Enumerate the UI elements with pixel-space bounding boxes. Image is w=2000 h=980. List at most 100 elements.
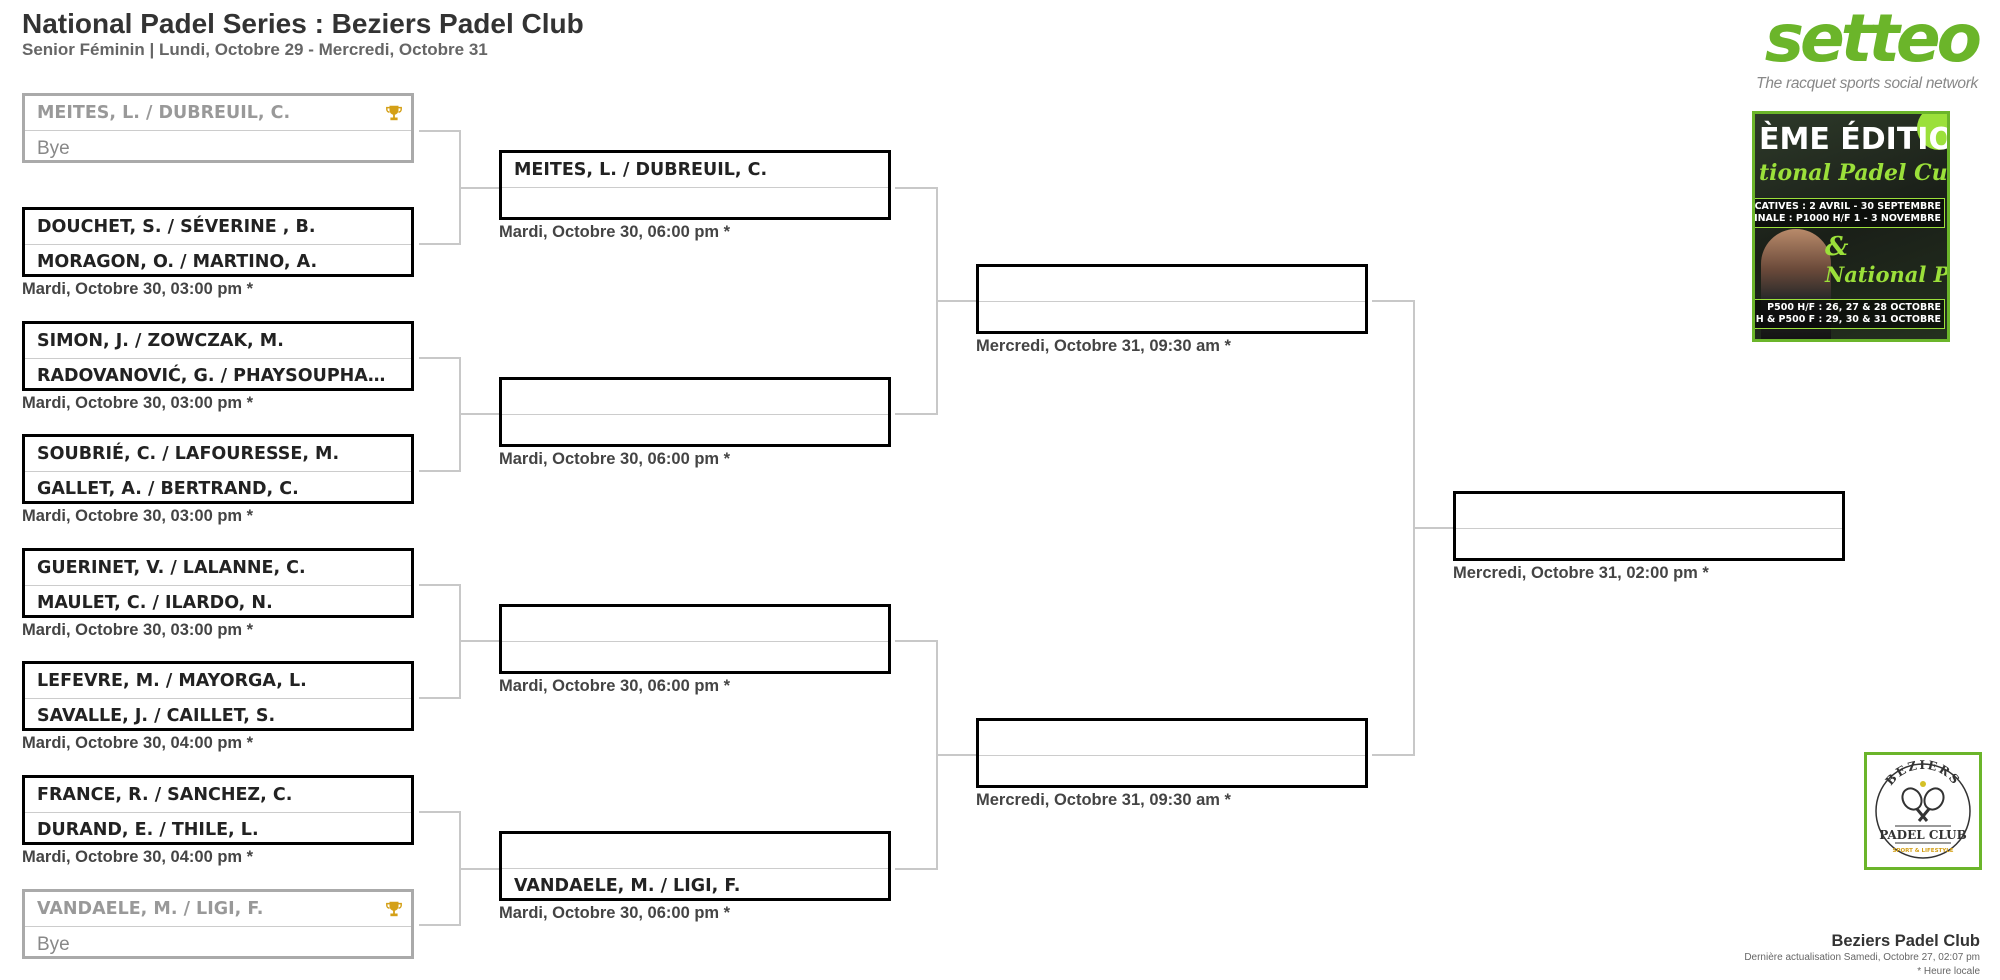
- team-slot: DOUCHET, S. / SÉVERINE , B.: [37, 217, 316, 237]
- match-date: Mardi, Octobre 30, 04:00 pm *: [22, 848, 254, 866]
- team-slot: MORAGON, O. / MARTINO, A.: [37, 252, 318, 272]
- team-slot: [979, 267, 1365, 302]
- team-slot: VANDAELE, M. / LIGI, F.: [37, 899, 264, 919]
- bracket-connector: [419, 470, 460, 472]
- logo-wordmark: setteo: [1764, 0, 1982, 77]
- match-date: Mercredi, Octobre 31, 09:30 am *: [976, 791, 1231, 809]
- match-r3-1[interactable]: [976, 264, 1368, 334]
- club-logo[interactable]: BEZIERS PADEL CLUB SPORT & LIFESTYLE: [1864, 752, 1982, 870]
- team-slot: [502, 188, 888, 223]
- padel-club-logo-icon: BEZIERS PADEL CLUB SPORT & LIFESTYLE: [1875, 758, 1971, 859]
- footer-club: Beziers Padel Club: [1831, 932, 1980, 950]
- team-slot: [979, 721, 1365, 756]
- match-divider: [502, 414, 888, 415]
- bracket-connector: [419, 130, 460, 132]
- setteo-logo[interactable]: setteo The racquet sports social network: [1752, 0, 1982, 96]
- team-slot: MEITES, L. / DUBREUIL, C.: [514, 160, 768, 180]
- match-divider: [502, 187, 888, 188]
- team-slot: [502, 607, 888, 642]
- match-r1-1[interactable]: MEITES, L. / DUBREUIL, C. Bye: [22, 93, 414, 163]
- match-r2-4[interactable]: VANDAELE, M. / LIGI, F.: [499, 831, 891, 901]
- match-divider: [25, 244, 411, 245]
- bracket-connector: [1372, 300, 1414, 302]
- match-date: Mardi, Octobre 30, 06:00 pm *: [499, 677, 731, 695]
- bracket-connector: [895, 640, 937, 642]
- bracket-connector: [419, 584, 460, 586]
- bracket-connector: [1372, 754, 1414, 756]
- team-slot: GALLET, A. / BERTRAND, C.: [37, 479, 299, 499]
- logo-tagline: The racquet sports social network: [1756, 75, 1978, 92]
- team-slot: MAULET, C. / ILARDO, N.: [37, 593, 273, 613]
- match-final[interactable]: [1453, 491, 1845, 561]
- bracket-connector: [936, 300, 977, 302]
- match-date: Mardi, Octobre 30, 04:00 pm *: [22, 734, 254, 752]
- match-date: Mardi, Octobre 30, 03:00 pm *: [22, 280, 254, 298]
- match-divider: [25, 926, 411, 927]
- match-divider: [25, 698, 411, 699]
- match-date: Mardi, Octobre 30, 03:00 pm *: [22, 507, 254, 525]
- trophy-icon: [386, 901, 402, 917]
- match-divider: [979, 301, 1365, 302]
- promo-dates: P500 H/F : 26, 27 & 28 OCTOBRE P1000 H &…: [1755, 299, 1945, 329]
- bracket-connector: [459, 868, 500, 870]
- bracket-connector: [459, 413, 500, 415]
- match-divider: [25, 358, 411, 359]
- match-r1-2[interactable]: DOUCHET, S. / SÉVERINE , B. MORAGON, O. …: [22, 207, 414, 277]
- team-slot: [1456, 529, 1842, 564]
- team-slot: [502, 834, 888, 869]
- team-slot: [979, 756, 1365, 791]
- promo-banner[interactable]: ÈME ÉDITION tional Padel Cup PHASES QUAL…: [1752, 111, 1950, 342]
- team-slot: SOUBRIÉ, C. / LAFOURESSE, M.: [37, 444, 340, 464]
- promo-phases: PHASES QUALIFICATIVES : 2 AVRIL - 30 SEP…: [1755, 198, 1945, 228]
- promo-ampersand: &: [1825, 232, 1849, 262]
- bracket-connector: [895, 868, 937, 870]
- match-divider: [979, 755, 1365, 756]
- match-r1-8[interactable]: VANDAELE, M. / LIGI, F. Bye: [22, 889, 414, 959]
- match-divider: [25, 585, 411, 586]
- bracket-connector: [419, 697, 460, 699]
- match-r1-3[interactable]: SIMON, J. / ZOWCZAK, M. RADOVANOVIĆ, G. …: [22, 321, 414, 391]
- team-slot: FRANCE, R. / SANCHEZ, C.: [37, 785, 293, 805]
- team-slot: LEFEVRE, M. / MAYORGA, L.: [37, 671, 307, 691]
- team-slot: GUERINET, V. / LALANNE, C.: [37, 558, 306, 578]
- team-slot: [979, 302, 1365, 337]
- club-logo-main: PADEL CLUB: [1879, 828, 1967, 842]
- match-r1-7[interactable]: FRANCE, R. / SANCHEZ, C. DURAND, E. / TH…: [22, 775, 414, 845]
- match-r2-3[interactable]: [499, 604, 891, 674]
- bracket-connector: [459, 640, 500, 642]
- team-slot: [502, 642, 888, 677]
- match-date: Mardi, Octobre 30, 06:00 pm *: [499, 450, 731, 468]
- match-r2-1[interactable]: MEITES, L. / DUBREUIL, C.: [499, 150, 891, 220]
- bracket-connector: [419, 924, 460, 926]
- bracket-connector: [459, 187, 500, 189]
- footer-updated: Dernière actualisation Samedi, Octobre 2…: [1744, 952, 1980, 963]
- match-date: Mercredi, Octobre 31, 02:00 pm *: [1453, 564, 1709, 582]
- match-divider: [25, 812, 411, 813]
- bracket-connector: [419, 243, 460, 245]
- match-date: Mardi, Octobre 30, 03:00 pm *: [22, 394, 254, 412]
- match-divider: [1456, 528, 1842, 529]
- team-slot: [502, 380, 888, 415]
- match-date: Mardi, Octobre 30, 06:00 pm *: [499, 223, 731, 241]
- team-slot: [502, 415, 888, 450]
- match-divider: [25, 130, 411, 131]
- page-title: National Padel Series : Beziers Padel Cl…: [22, 8, 584, 39]
- bracket-connector: [895, 413, 937, 415]
- team-slot: DURAND, E. / THILE, L.: [37, 820, 259, 840]
- match-r3-2[interactable]: [976, 718, 1368, 788]
- match-r2-2[interactable]: [499, 377, 891, 447]
- match-r1-4[interactable]: SOUBRIÉ, C. / LAFOURESSE, M. GALLET, A. …: [22, 434, 414, 504]
- team-slot: Bye: [37, 138, 70, 159]
- trophy-icon: [386, 105, 402, 121]
- team-slot: SAVALLE, J. / CAILLET, S.: [37, 706, 276, 726]
- bracket-connector: [419, 357, 460, 359]
- team-slot: SIMON, J. / ZOWCZAK, M.: [37, 331, 284, 351]
- match-r1-6[interactable]: LEFEVRE, M. / MAYORGA, L. SAVALLE, J. / …: [22, 661, 414, 731]
- match-r1-5[interactable]: GUERINET, V. / LALANNE, C. MAULET, C. / …: [22, 548, 414, 618]
- promo-edition: ÈME ÉDITION: [1759, 122, 1947, 157]
- team-slot: RADOVANOVIĆ, G. / PHAYSOUPHANH, T...: [37, 366, 411, 386]
- match-date: Mardi, Octobre 30, 06:00 pm *: [499, 904, 731, 922]
- bracket-connector: [936, 754, 977, 756]
- page-subtitle: Senior Féminin | Lundi, Octobre 29 - Mer…: [22, 40, 488, 59]
- footer-note: * Heure locale: [1917, 966, 1980, 977]
